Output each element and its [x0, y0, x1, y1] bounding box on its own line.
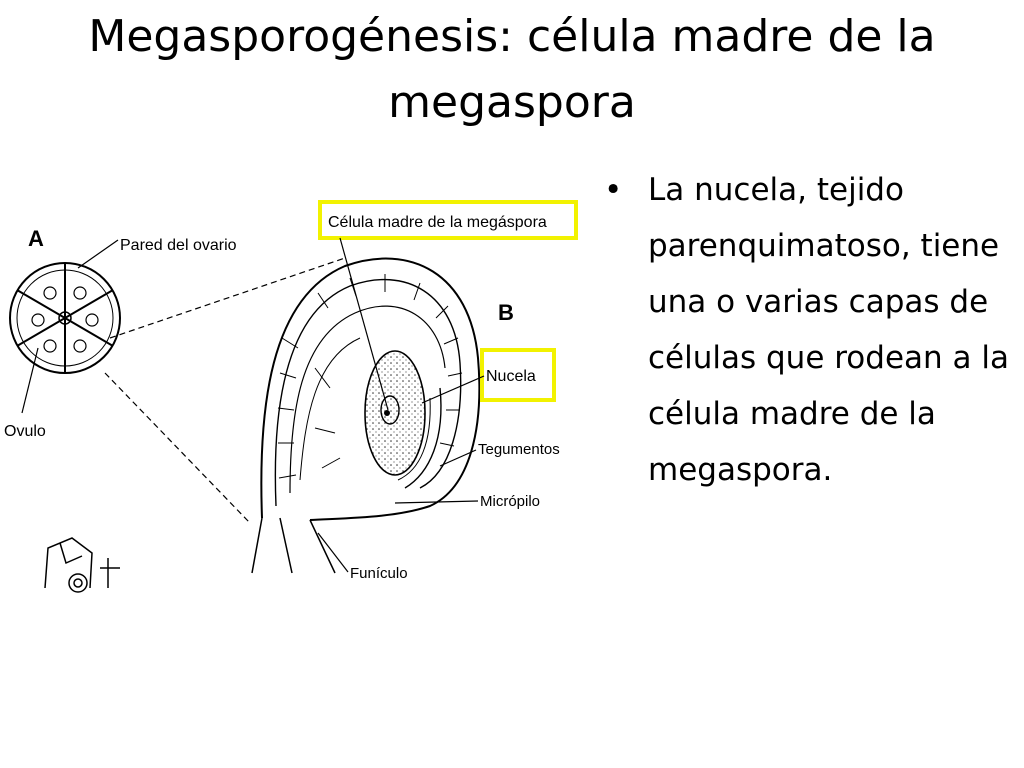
pared-leader-line [77, 239, 119, 269]
bullet-list: La nucela, tejido parenquimatoso, tiene … [592, 162, 1024, 498]
panel-a-letter: A [28, 226, 44, 251]
label-funiculo: Funículo [350, 565, 408, 582]
megasporogenesis-diagram: A Pared del ovario Ovulo B Célula madre … [4, 200, 578, 593]
highlight-box-nucela [480, 348, 556, 402]
nucela-leader [421, 375, 485, 404]
label-ovulo: Ovulo [4, 423, 46, 440]
dashed-connector-bottom [104, 372, 251, 524]
label-pared-ovario: Pared del ovario [120, 237, 237, 254]
ovule-longitudinal-section [251, 257, 481, 574]
dashed-connector-top [109, 257, 346, 339]
highlight-box-celula-madre [318, 200, 578, 240]
funiculo-leader [317, 532, 349, 573]
slide-title: Megasporogénesis: célula madre de la meg… [20, 4, 1004, 136]
fragment-sketch [44, 537, 120, 593]
label-tegumentos: Tegumentos [478, 441, 560, 458]
label-micropilo: Micrópilo [480, 493, 540, 510]
label-nucela: Nucela [486, 368, 536, 385]
ovulo-leader-line [21, 347, 39, 414]
label-celula-madre: Célula madre de la megáspora [328, 214, 547, 231]
micropilo-leader [394, 500, 479, 504]
panel-b-letter: B [498, 300, 514, 325]
ovary-cross-section [9, 262, 121, 374]
megaspore-mother-nucleus [384, 410, 390, 416]
bullet-item: La nucela, tejido parenquimatoso, tiene … [592, 162, 1024, 498]
slide-title-line-2: megaspora [388, 77, 636, 128]
cell-grid [277, 274, 463, 479]
tegumentos-leader [439, 449, 477, 467]
celula-madre-leader [339, 237, 389, 411]
slide-title-line-1: Megasporogénesis: célula madre de la [88, 11, 936, 62]
